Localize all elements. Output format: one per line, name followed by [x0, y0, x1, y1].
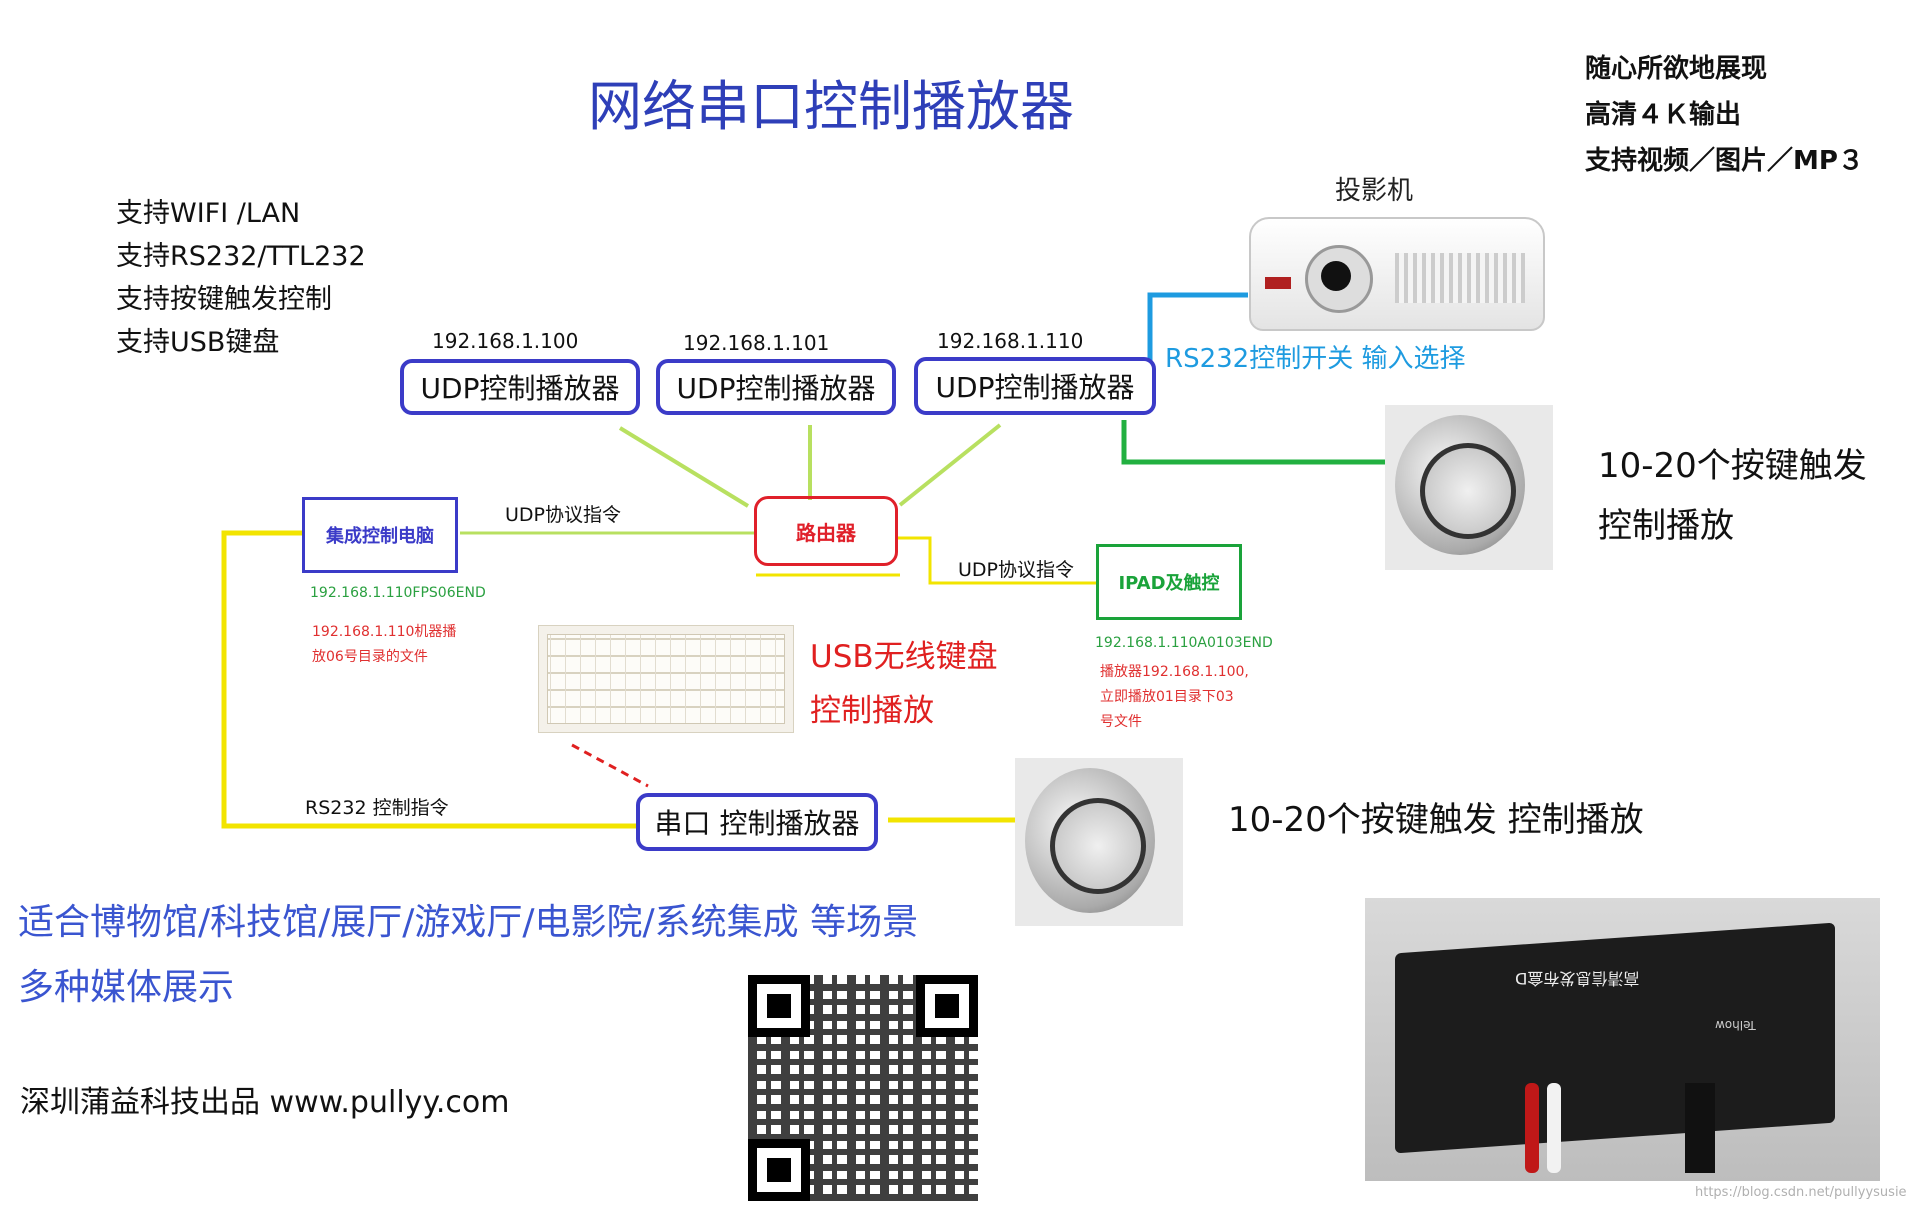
ipad-box: IPAD及触控 — [1096, 544, 1242, 620]
router-label: 路由器 — [796, 520, 856, 545]
media-player-device-image: 高清信息发布盒D Telhow — [1365, 898, 1880, 1181]
watermark: https://blog.csdn.net/pullyysusie — [1695, 1185, 1907, 1200]
wire-pc-serial — [221, 530, 636, 829]
udp-player-2: UDP控制播放器 — [656, 359, 896, 415]
push-button-image — [1385, 405, 1553, 570]
serial-player-box: 串口 控制播放器 — [636, 793, 878, 851]
qr-code — [748, 975, 978, 1201]
control-pc-box: 集成控制电脑 — [302, 497, 458, 573]
highlights-list: 随心所欲地展现 高清４Ｋ输出 支持视频／图片／MP３ — [1585, 46, 1864, 184]
keyboard-image — [538, 625, 794, 733]
button-trigger-line: 控制播放 — [1598, 506, 1734, 546]
router-box: 路由器 — [754, 496, 898, 566]
udp-cmd-label-2: UDP协议指令 — [958, 559, 1074, 581]
wire-keyboard-serial — [571, 743, 649, 788]
wire-player3-button1 — [1121, 420, 1386, 465]
feature-item: 支持USB键盘 — [116, 327, 280, 358]
rs232-switch-label: RS232控制开关 输入选择 — [1165, 344, 1466, 374]
highlight-item: 随心所欲地展现 — [1585, 54, 1768, 84]
ipad-label: IPAD及触控 — [1118, 573, 1220, 594]
player-ip: 192.168.1.110 — [937, 329, 1084, 353]
player-label: UDP控制播放器 — [420, 372, 620, 405]
wire-player3-router — [898, 423, 1002, 507]
wire-player1-router — [618, 426, 750, 508]
cmd-desc-line: 号文件 — [1100, 714, 1142, 730]
cmd-desc-line: 放06号目录的文件 — [312, 649, 428, 665]
ipad-cmd-desc: 播放器192.168.1.100, 立即播放01目录下03 号文件 — [1100, 660, 1249, 735]
feature-item: 支持按键触发控制 — [116, 284, 332, 315]
feature-item: 支持RS232/TTL232 — [116, 241, 366, 272]
scenario-line: 适合博物馆/科技馆/展厅/游戏厅/电影院/系统集成 等场景 — [18, 902, 919, 943]
button-trigger-label-2: 10-20个按键触发 控制播放 — [1228, 800, 1644, 840]
player-ip: 192.168.1.101 — [683, 331, 830, 355]
highlight-item: 支持视频／图片／MP３ — [1585, 146, 1864, 176]
page-title: 网络串口控制播放器 — [588, 75, 1074, 138]
scenario-line: 多种媒体展示 — [18, 967, 235, 1008]
device-brand: Telhow — [1715, 1018, 1756, 1032]
wire-player3-projector — [1147, 292, 1248, 362]
projector-image — [1245, 205, 1550, 335]
udp-player-1: UDP控制播放器 — [400, 359, 640, 415]
feature-item: 支持WIFI /LAN — [116, 198, 301, 229]
usb-keyboard-line: USB无线键盘 — [810, 639, 998, 675]
device-label: 高清信息发布盒D — [1515, 969, 1640, 988]
player-label: UDP控制播放器 — [676, 372, 876, 405]
udp-cmd-label-1: UDP协议指令 — [505, 504, 621, 526]
usb-keyboard-label: USB无线键盘 控制播放 — [810, 630, 998, 738]
projector-label: 投影机 — [1335, 176, 1414, 206]
features-list: 支持WIFI /LAN 支持RS232/TTL232 支持按键触发控制 支持US… — [116, 192, 366, 364]
push-button-image — [1015, 758, 1183, 926]
player-label: UDP控制播放器 — [935, 371, 1135, 404]
cmd-desc-line: 立即播放01目录下03 — [1100, 689, 1234, 705]
company-line: 深圳蒲益科技出品 www.pullyy.com — [20, 1085, 510, 1120]
button-trigger-line: 10-20个按键触发 — [1598, 446, 1867, 486]
serial-player-label: 串口 控制播放器 — [654, 807, 860, 840]
ipad-cmd-example: 192.168.1.110A0103END — [1095, 635, 1273, 651]
wire-router-ipad — [898, 536, 1096, 585]
pc-cmd-desc: 192.168.1.110机器播 放06号目录的文件 — [312, 620, 456, 670]
usb-keyboard-line: 控制播放 — [810, 693, 934, 729]
button-trigger-label-1: 10-20个按键触发 控制播放 — [1598, 436, 1867, 556]
pc-cmd-example: 192.168.1.110FPS06END — [310, 585, 486, 601]
rs232-cmd-label: RS232 控制指令 — [305, 797, 449, 819]
player-ip: 192.168.1.100 — [432, 329, 579, 353]
highlight-item: 高清４Ｋ输出 — [1585, 100, 1742, 130]
scenario-text: 适合博物馆/科技馆/展厅/游戏厅/电影院/系统集成 等场景 多种媒体展示 — [18, 890, 918, 1020]
cmd-desc-line: 播放器192.168.1.100, — [1100, 664, 1249, 680]
cmd-desc-line: 192.168.1.110机器播 — [312, 624, 457, 640]
pc-label: 集成控制电脑 — [326, 526, 434, 547]
udp-player-3: UDP控制播放器 — [914, 357, 1156, 415]
